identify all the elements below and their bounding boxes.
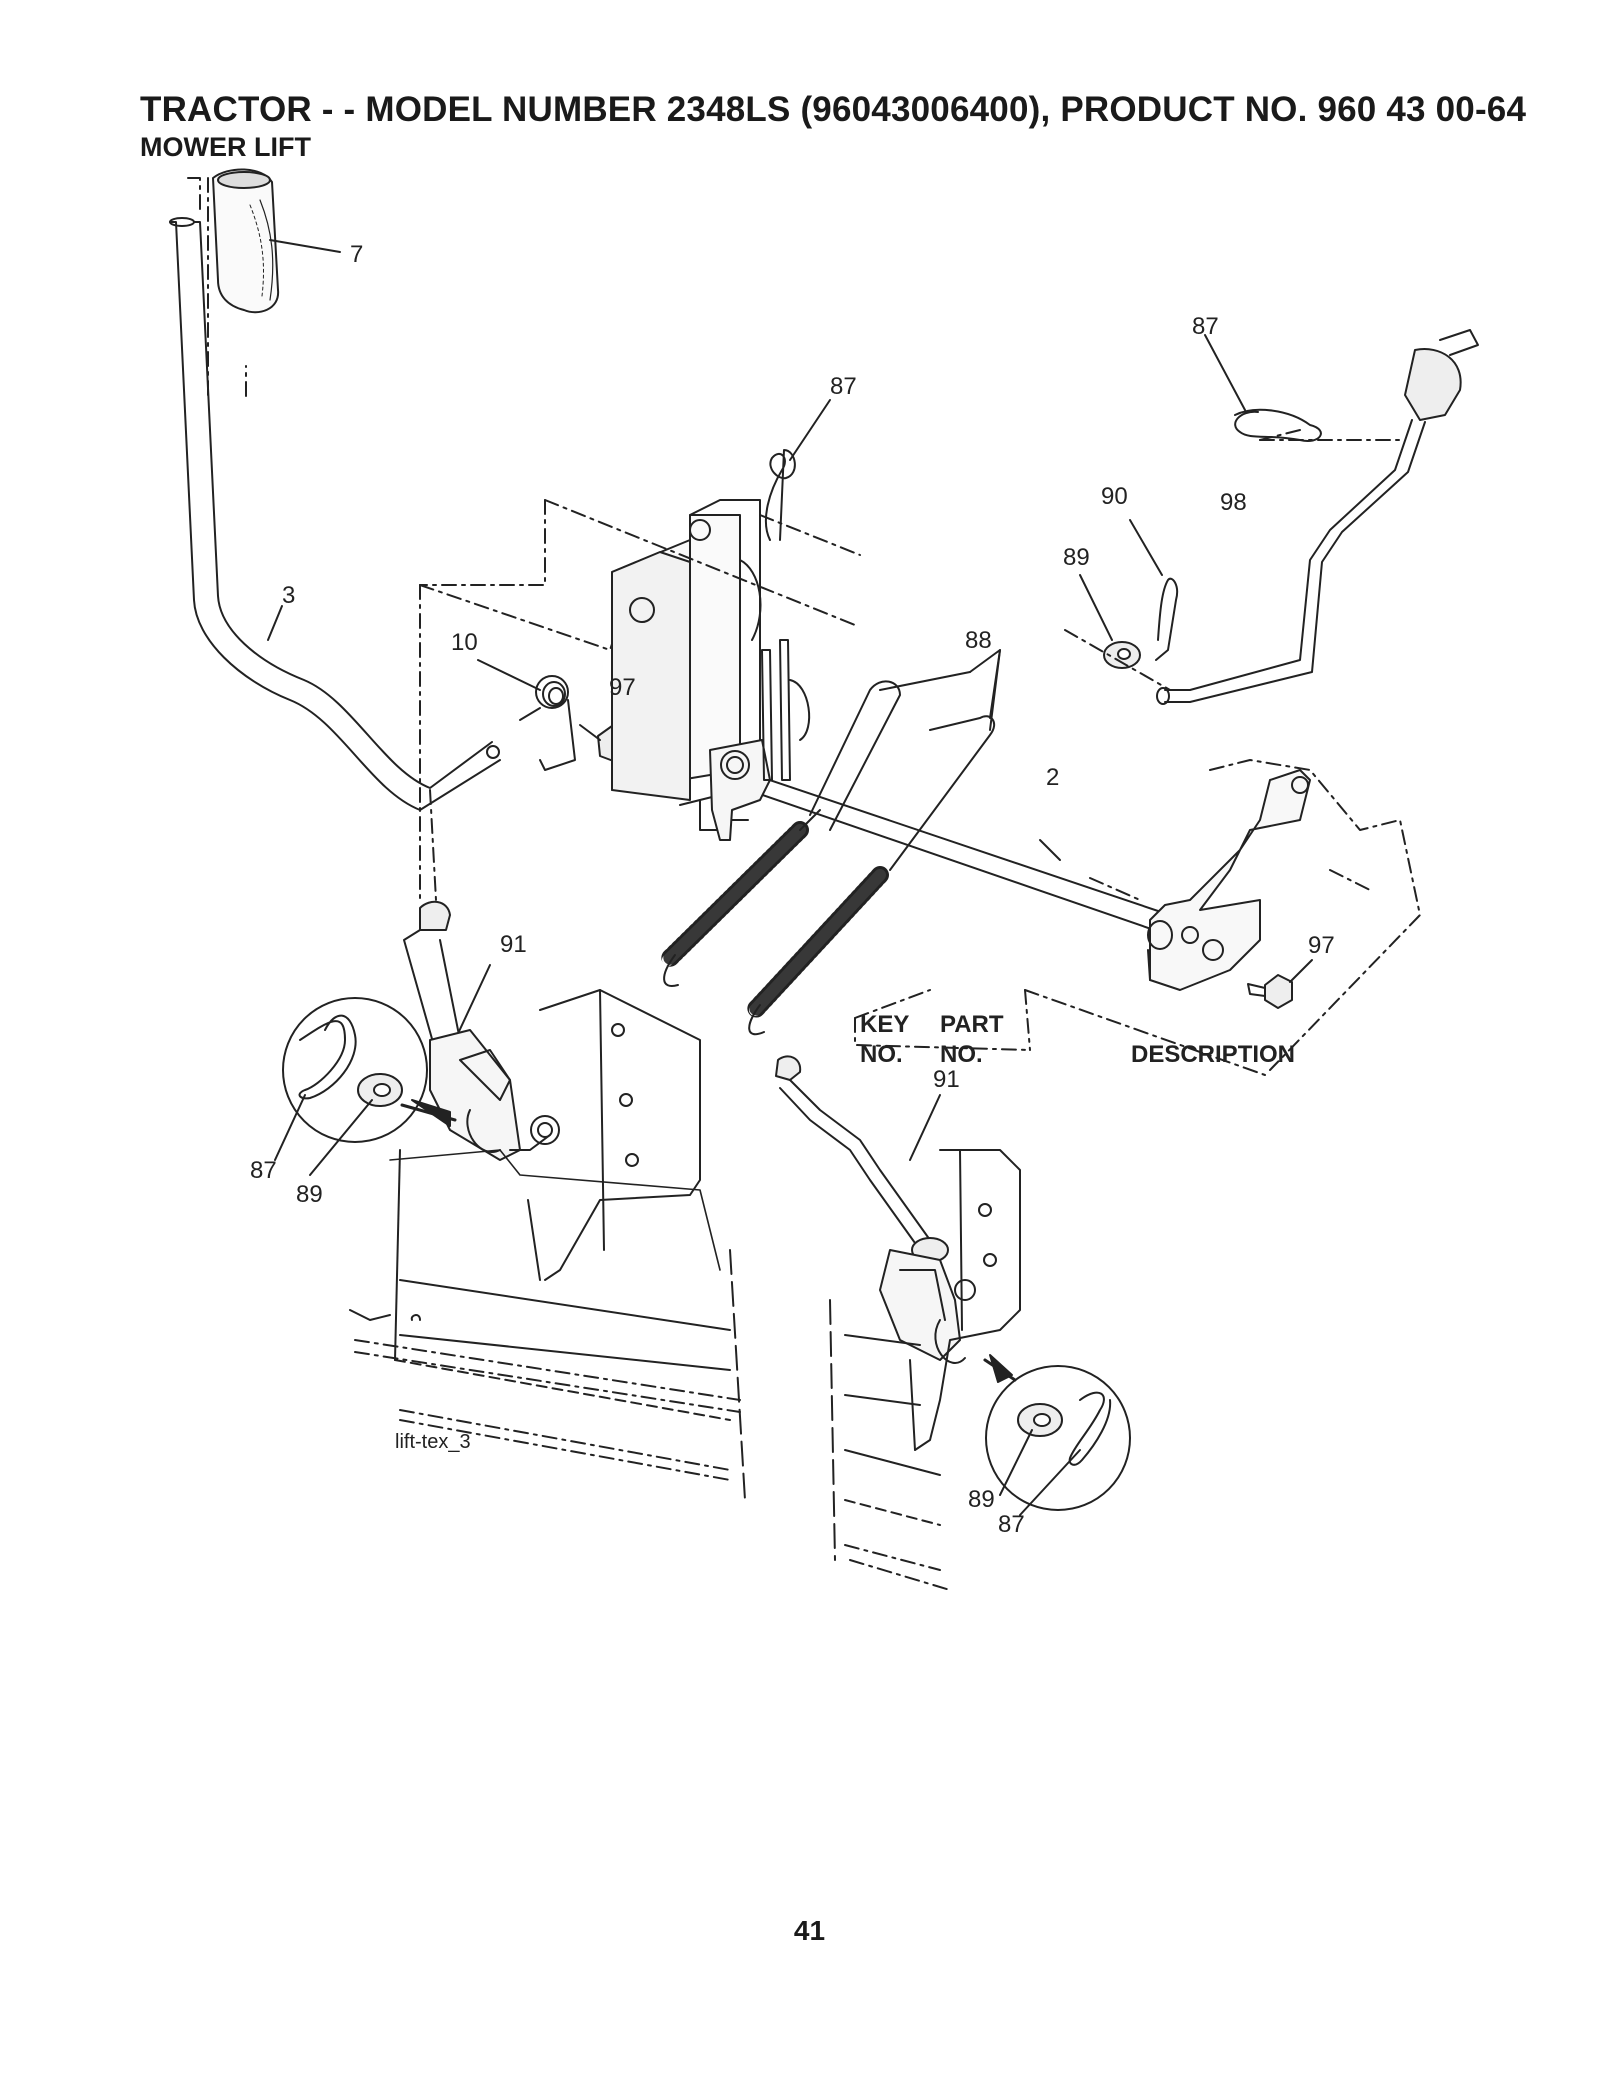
part-no-header-line1: PART (940, 1011, 1004, 1038)
hairpin-87-top (765, 399, 831, 541)
callout-87-top: 87 (830, 373, 857, 400)
detail-circle-right (983, 1354, 1131, 1516)
hair-clip-90 (1129, 519, 1178, 661)
key-no-header-line1: KEY (860, 1011, 909, 1038)
figure-id: lift-tex_3 (395, 1431, 471, 1453)
right-deck-mount-bracket (829, 1149, 1021, 1591)
extension-springs-88 (659, 649, 1001, 1035)
section-subtitle: MOWER LIFT (140, 132, 311, 162)
lift-lever-part (169, 217, 501, 811)
adjustment-rod-98 (1156, 329, 1479, 705)
description-header: DESCRIPTION (1131, 1041, 1295, 1068)
callout-2: 2 (1046, 764, 1059, 791)
callout-labels: 7 3 10 97 87 88 2 87 90 89 98 97 91 87 8… (250, 241, 1335, 1538)
handle-grip-part (187, 168, 341, 397)
callout-98: 98 (1220, 489, 1247, 516)
lift-link-91-right (775, 1055, 949, 1263)
callout-87-left-detail: 87 (250, 1157, 277, 1184)
page-number: 41 (793, 1915, 826, 1946)
callout-89-left-detail: 89 (296, 1181, 323, 1208)
callout-88: 88 (965, 627, 992, 654)
callout-97-left: 97 (609, 674, 636, 701)
parts-table-header: KEY NO. PART NO. DESCRIPTION (860, 1011, 1295, 1068)
callout-7: 7 (350, 241, 363, 268)
callout-3: 3 (282, 582, 295, 609)
callout-90: 90 (1101, 483, 1128, 510)
callout-87-right: 87 (1192, 313, 1219, 340)
callout-89-right: 89 (1063, 544, 1090, 571)
cross-shaft-2 (739, 769, 1171, 933)
shaft-end-bracket-left (709, 639, 811, 841)
callout-91-left: 91 (500, 931, 527, 958)
left-deck-mount-bracket (349, 989, 746, 1501)
hairpin-87-right (1204, 334, 1322, 442)
shaft-end-bracket-right (1089, 759, 1421, 1071)
callout-89-right-detail: 89 (968, 1486, 995, 1513)
torsion-spring-10 (477, 659, 576, 771)
callout-10: 10 (451, 629, 478, 656)
part-no-header-line2: NO. (940, 1041, 983, 1068)
flange-bolt-97-right (1247, 959, 1313, 1009)
washer-89-right (1064, 574, 1171, 691)
detail-circle-left (274, 997, 457, 1176)
callout-97-right: 97 (1308, 932, 1335, 959)
callout-87-right-detail: 87 (998, 1511, 1025, 1538)
main-mounting-bracket (611, 499, 762, 831)
key-no-header-line2: NO. (860, 1041, 903, 1068)
callout-91-right: 91 (933, 1066, 960, 1093)
page-title: TRACTOR - - MODEL NUMBER 2348LS (9604300… (140, 90, 1527, 129)
